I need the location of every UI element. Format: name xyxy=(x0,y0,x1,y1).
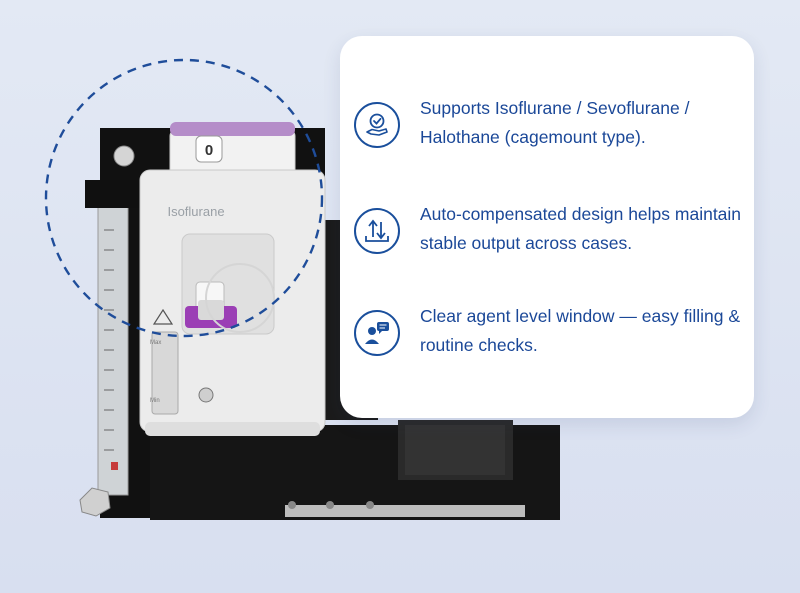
agent-level-window xyxy=(151,331,179,415)
feature-text-level-window: Clear agent level window — easy filling … xyxy=(420,306,741,355)
top-bolt xyxy=(113,145,135,167)
feature-text-compensation: Auto-compensated design helps maintain s… xyxy=(420,204,742,253)
max-mark: Max xyxy=(150,340,161,346)
bottom-valve xyxy=(79,487,111,517)
badge-check-hand-icon xyxy=(354,102,400,148)
feature-text-agents: Supports Isoflurane / Sevoflurane / Halo… xyxy=(420,98,690,147)
dial-value: 0 xyxy=(205,142,213,159)
warning-triangle xyxy=(152,308,174,325)
min-mark: Min xyxy=(150,398,160,404)
feature-item: Supports Isoflurane / Sevoflurane / Halo… xyxy=(354,94,750,152)
drain-screw xyxy=(198,387,214,403)
dial-window xyxy=(195,135,223,163)
feature-item: Clear agent level window — easy filling … xyxy=(354,302,750,360)
feature-item: Auto-compensated design helps maintain s… xyxy=(354,200,750,258)
agent-brand-label: Isoflurane xyxy=(167,204,224,219)
highlight-dashed-circle xyxy=(44,58,324,338)
feature-card: Supports Isoflurane / Sevoflurane / Halo… xyxy=(340,36,754,418)
person-chat-icon xyxy=(354,310,400,356)
up-down-arrows-icon xyxy=(354,208,400,254)
